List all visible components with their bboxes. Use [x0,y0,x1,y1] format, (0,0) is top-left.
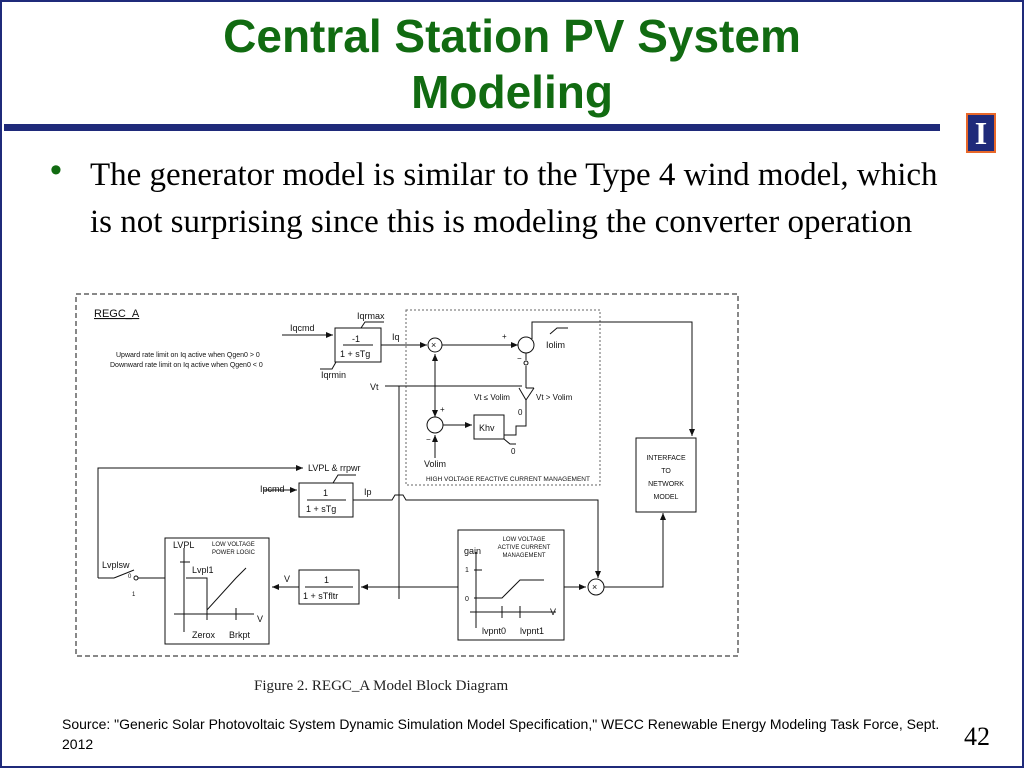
lvpl-block [164,537,270,645]
sum-minus-sign: − [517,354,522,363]
hv-region-label: HIGH VOLTAGE REACTIVE CURRENT MANAGEMENT [426,476,590,483]
khv-label: Khv [479,423,495,433]
page-number: 42 [964,722,990,751]
gain-label: gain [464,546,481,556]
v-signal-label: V [284,574,290,584]
iolim-sum-junction [517,336,535,354]
khv-block [473,414,505,440]
switch-0-label: 0 [128,574,132,580]
rate-note-2: Downward rate limit on Iq active when Qg… [110,362,263,369]
interface-line-4: MODEL [654,494,679,501]
tf-v-num: 1 [324,575,329,585]
ipcmd-label: Ipcmd [260,484,285,494]
lvac-line-2: ACTIVE CURRENT [498,545,551,551]
rate-note-1: Upward rate limit on Iq active when Qgen… [116,352,260,359]
khv-sum-junction [426,416,444,434]
tf-ip-num: 1 [323,488,328,498]
lvpl1-label: Lvpl1 [192,565,214,575]
slide-title: Central Station PV System Modeling [0,8,1024,120]
lvac-block [457,529,565,641]
lvac-v-label: V [550,607,556,617]
sum-plus-sign: + [502,332,507,341]
lvpl-logic-line-1: LOW VOLTAGE [212,542,255,548]
lvplsw-label: Lvplsw [102,560,130,570]
title-divider [4,124,940,131]
ip-multiplier-symbol: × [592,582,597,592]
zerox-label: Zerox [192,630,216,640]
tf-ip-den: 1 + sTg [306,504,336,514]
lvpnt0-label: lvpnt0 [482,626,506,636]
iqcmd-label: Iqcmd [290,323,315,333]
source-citation: Source: "Generic Solar Photovoltaic Syst… [62,716,940,752]
bullet-icon: • [50,151,62,189]
lvpl-rrpwr-label: LVPL & rrpwr [308,463,361,473]
title-line-1: Central Station PV System [223,10,801,62]
lvpl-logic-line-2: POWER LOGIC [212,550,256,556]
university-logo: I [966,113,996,153]
iqrmin-label: Iqrmin [321,370,346,380]
khv-plus-sign: + [440,405,445,414]
interface-line-2: TO [661,468,671,475]
ip-label: Ip [364,487,372,497]
interface-block [635,437,697,513]
figure-caption: Figure 2. REGC_A Model Block Diagram [254,678,509,694]
switch-1-label: 1 [132,592,136,598]
lvpl-v-label: V [257,614,263,624]
lvpl-title: LVPL [173,540,194,550]
iq-multiplier-symbol: × [431,340,436,350]
diagram-name: REGC_A [94,308,140,320]
cond-right-label: Vt > Volim [536,393,573,402]
lvac-line-3: MANAGEMENT [502,553,545,559]
vt-label: Vt [370,382,379,392]
zero-label-upper: 0 [518,408,523,417]
interface-line-3: NETWORK [648,481,684,488]
bullet-text: The generator model is similar to the Ty… [90,157,938,240]
diagram-border [75,293,739,657]
lvac-one-label: 1 [465,567,469,574]
khv-minus-sign: − [426,435,431,444]
lvpnt1-label: lvpnt1 [520,626,544,636]
iolim-label: Iolim [546,340,565,350]
iqrmax-label: Iqrmax [357,311,385,321]
hv-region [405,309,601,486]
cond-left-label: Vt ≤ Volim [474,393,510,402]
tf-v-den: 1 + sTfltr [303,591,338,601]
iq-label: Iq [392,332,400,342]
logo-letter: I [974,115,988,151]
interface-line-1: INTERFACE [646,455,686,462]
volim-label: Volim [424,459,446,469]
title-line-2: Modeling [411,66,613,118]
tf-iq-den: 1 + sTg [340,349,370,359]
tf-iq-num: -1 [352,334,360,344]
lvac-zero-label: 0 [465,596,469,603]
zero-label-lower: 0 [511,447,516,456]
brkpt-label: Brkpt [229,630,251,640]
lvac-line-1: LOW VOLTAGE [503,537,546,543]
regc-a-block-diagram: REGC_A Iqrmax Iqrmin Iqcmd Iq -1 1 + sTg… [75,293,739,657]
